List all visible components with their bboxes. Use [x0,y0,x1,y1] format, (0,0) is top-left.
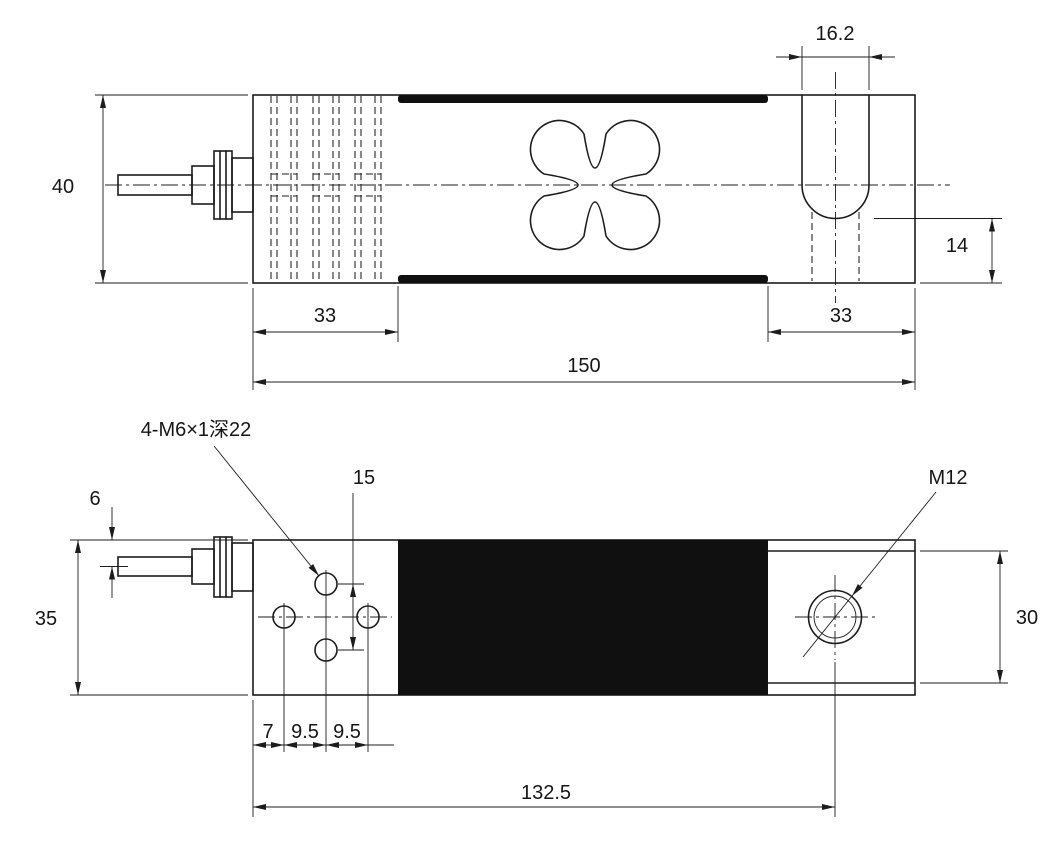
m6-holes [258,570,392,752]
dim-total-length: 150 [253,355,915,385]
dim-right-section: 33 [767,286,916,390]
dim-body-height-label: 40 [52,176,74,198]
connector-body [191,548,215,585]
dim-cable-offset: 6 [89,488,128,598]
cable [117,556,193,577]
dim-body-height: 40 [52,94,248,284]
bottom-gap-strip [398,275,768,283]
clover-cutout [529,119,661,251]
dim-body-width: 35 [35,539,248,696]
dim-slot-width-label: 16.2 [816,23,855,45]
cable-connector-plan [117,536,254,598]
connector-nut [213,536,233,598]
dim-hole-pitch-vertical: 15 [338,467,375,651]
dim-slot-depth: 14 [874,218,1002,284]
m12-hole [795,575,877,660]
dim-slot-depth-label: 14 [946,235,968,257]
dim-9-5a-label: 9.5 [291,721,319,743]
dim-left-section: 33 [252,286,399,390]
dim-slot-width: 16.2 [776,23,895,90]
bottom-view: 4-M6×1深22 M12 15 6 35 [35,418,1038,817]
dim-30-label: 30 [1016,607,1038,629]
connector-collar [231,542,254,592]
dim-total-length-label: 150 [567,355,600,377]
m12-label: M12 [929,467,968,489]
thread-note: 4-M6×1深22 [141,418,320,577]
dim-7-label: 7 [262,721,273,743]
top-gap-strip [398,95,768,103]
dim-132-5-label: 132.5 [521,782,571,804]
hidden-hole-lines [270,96,382,282]
dim-hole-chain: 7 9.5 9.5 [252,700,394,817]
dim-block-width: 30 [920,550,1038,684]
dim-left-section-label: 33 [314,305,336,327]
dim-6-label: 6 [89,488,100,510]
dim-9-5b-label: 9.5 [333,721,361,743]
dim-edge-to-thread: 132.5 [253,662,836,817]
dim-15-label: 15 [353,467,375,489]
black-middle-section [398,540,768,695]
top-view: 16.2 40 14 33 33 [52,23,1002,390]
dim-right-section-label: 33 [830,305,852,327]
dim-35-label: 35 [35,608,57,630]
body-outline-side [252,94,916,284]
thread-note-label: 4-M6×1深22 [141,418,252,441]
m12-callout: M12 [802,467,968,658]
